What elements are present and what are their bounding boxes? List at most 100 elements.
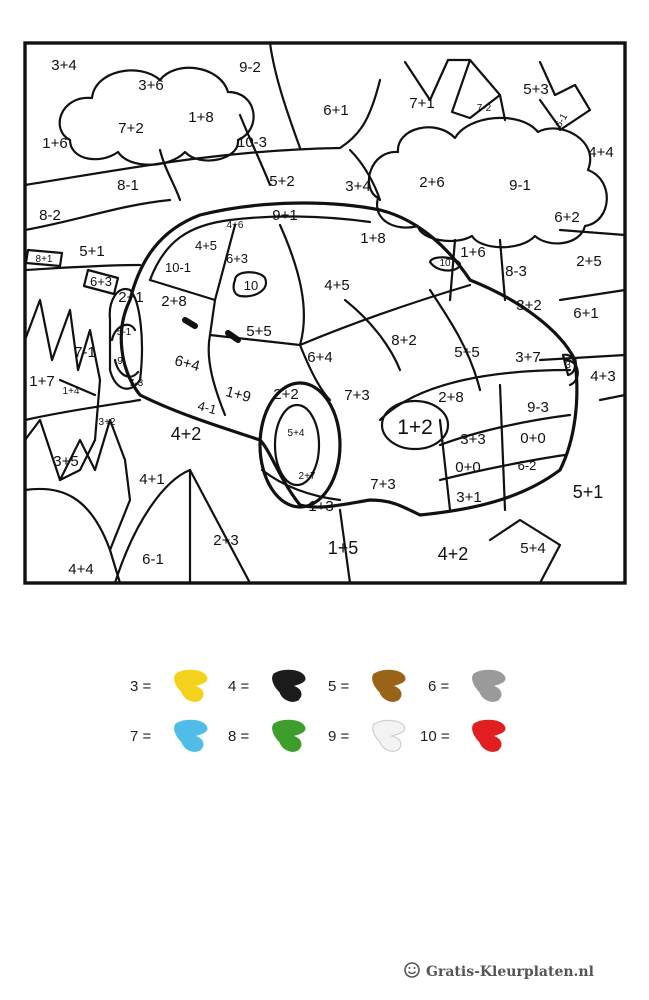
region-label: 5+4 — [520, 540, 545, 557]
region-label: 1+6 — [460, 244, 485, 261]
region-label: 3+7 — [515, 349, 540, 366]
region-label: 3+4 — [345, 178, 370, 195]
region-label: 4+5 — [324, 277, 349, 294]
region-label: 1+7 — [29, 373, 54, 390]
region-label: 2+3 — [213, 532, 238, 549]
region-label: 4+6 — [227, 220, 244, 231]
region-label: 6-1 — [142, 551, 164, 568]
legend-item: 3 = — [130, 668, 230, 708]
region-label: 8+2 — [391, 332, 416, 349]
region-label: 8-1 — [117, 177, 139, 194]
region-label: 9-2 — [239, 59, 261, 76]
legend-number: 5 = — [328, 678, 350, 695]
paint-blob-icon — [372, 719, 406, 752]
region-label: 7-3 — [129, 378, 144, 389]
coloring-picture: 3+4 3+6 9-2 1+6 7+2 1+8 10-3 6+1 7+1 7-2… — [23, 41, 627, 585]
region-label: 2+8 — [161, 293, 186, 310]
region-label: 10 — [244, 278, 258, 293]
region-label: 5+5 — [246, 323, 271, 340]
region-label: 1+4 — [63, 386, 80, 397]
region-label: 2+7 — [299, 471, 316, 482]
region-label: 1+5 — [328, 538, 359, 558]
region-label: 3+2 — [516, 297, 541, 314]
region-label: 2+6 — [419, 174, 444, 191]
region-label: 6+4 — [307, 349, 332, 366]
region-label: 6+3 — [226, 251, 248, 266]
region-label: 6+3 — [90, 274, 112, 289]
region-label: 8-2 — [39, 207, 61, 224]
region-label: 2+2 — [273, 386, 298, 403]
region-label: 3+6 — [138, 77, 163, 94]
legend-number: 7 = — [130, 728, 152, 745]
region-label: 1+8 — [188, 109, 213, 126]
region-label: 4+4 — [588, 144, 613, 161]
region-label: 0+0 — [520, 430, 545, 447]
paint-blob-icon — [272, 719, 306, 752]
region-label: 7-2 — [477, 103, 492, 114]
region-label: 4+3 — [590, 368, 615, 385]
region-label: 2+5 — [576, 253, 601, 270]
region-label: 2+1 — [118, 289, 143, 306]
legend-number: 6 = — [428, 678, 450, 695]
region-label: 5+4 — [288, 428, 305, 439]
region-label: 3+2 — [99, 417, 116, 428]
legend-item: 7 = — [130, 718, 230, 758]
region-label: 7-1 — [74, 344, 96, 361]
legend-number: 9 = — [328, 728, 350, 745]
region-label: 10-1 — [165, 260, 191, 275]
color-legend: 3 = 4 = 5 = 6 = 7 = 8 = 9 = 10 = — [120, 668, 540, 768]
region-label: 3 — [565, 360, 571, 371]
paint-blob-icon — [472, 719, 506, 752]
legend-number: 8 = — [228, 728, 250, 745]
region-label: 9-3 — [527, 399, 549, 416]
paint-blob-icon — [472, 669, 506, 702]
region-label: 5+2 — [269, 173, 294, 190]
region-label: 1+6 — [42, 135, 67, 152]
legend-item: 9 = — [328, 718, 428, 758]
region-label: 3+3 — [460, 431, 485, 448]
region-label: 4+1 — [139, 471, 164, 488]
region-label: 9-1 — [509, 177, 531, 194]
site-name[interactable]: Gratis-Kleurplaten.nl — [426, 964, 594, 980]
legend-row: 3 = 4 = 5 = 6 = — [120, 668, 540, 718]
legend-number: 3 = — [130, 678, 152, 695]
region-label: 7+1 — [409, 95, 434, 112]
region-label: 1+3 — [308, 498, 333, 515]
region-label: 6+1 — [323, 102, 348, 119]
region-label: 4+5 — [195, 238, 217, 253]
legend-number: 4 = — [228, 678, 250, 695]
paint-blob-icon — [372, 669, 406, 702]
region-label: 5-1 — [117, 327, 132, 338]
region-label: 7+2 — [118, 120, 143, 137]
region-label: 6+4 — [173, 352, 202, 375]
region-label: 8-3 — [505, 263, 527, 280]
region-label: 9+1 — [272, 207, 297, 224]
region-label: 4+4 — [68, 561, 93, 578]
region-label: 6+2 — [554, 209, 579, 226]
line-art — [23, 41, 627, 585]
region-label: 4-1 — [196, 398, 218, 417]
region-label: 1+8 — [360, 230, 385, 247]
legend-item: 8 = — [228, 718, 328, 758]
region-label: 6+1 — [573, 305, 598, 322]
region-label: 1+9 — [224, 383, 253, 406]
region-label: 5+1 — [79, 243, 104, 260]
region-label: 5+1 — [573, 482, 604, 502]
region-label: 10 — [439, 258, 451, 269]
region-label: 7+3 — [344, 387, 369, 404]
region-label: 4+2 — [171, 424, 202, 444]
region-label: 8+1 — [36, 254, 53, 265]
region-label: 9 — [117, 356, 123, 367]
region-label: 1+2 — [397, 416, 433, 439]
region-label: 5+3 — [523, 81, 548, 98]
region-label: 0+0 — [455, 459, 480, 476]
legend-item: 5 = — [328, 668, 428, 708]
region-label: 2+8 — [438, 389, 463, 406]
region-label: 7+3 — [370, 476, 395, 493]
region-label: 6-2 — [518, 458, 537, 473]
number-labels: 3+4 3+6 9-2 1+6 7+2 1+8 10-3 6+1 7+1 7-2… — [29, 57, 615, 578]
region-label: 3+1 — [456, 489, 481, 506]
smiley-icon — [404, 962, 420, 978]
paint-blob-icon — [272, 669, 306, 702]
legend-row: 7 = 8 = 9 = 10 = — [120, 718, 540, 768]
